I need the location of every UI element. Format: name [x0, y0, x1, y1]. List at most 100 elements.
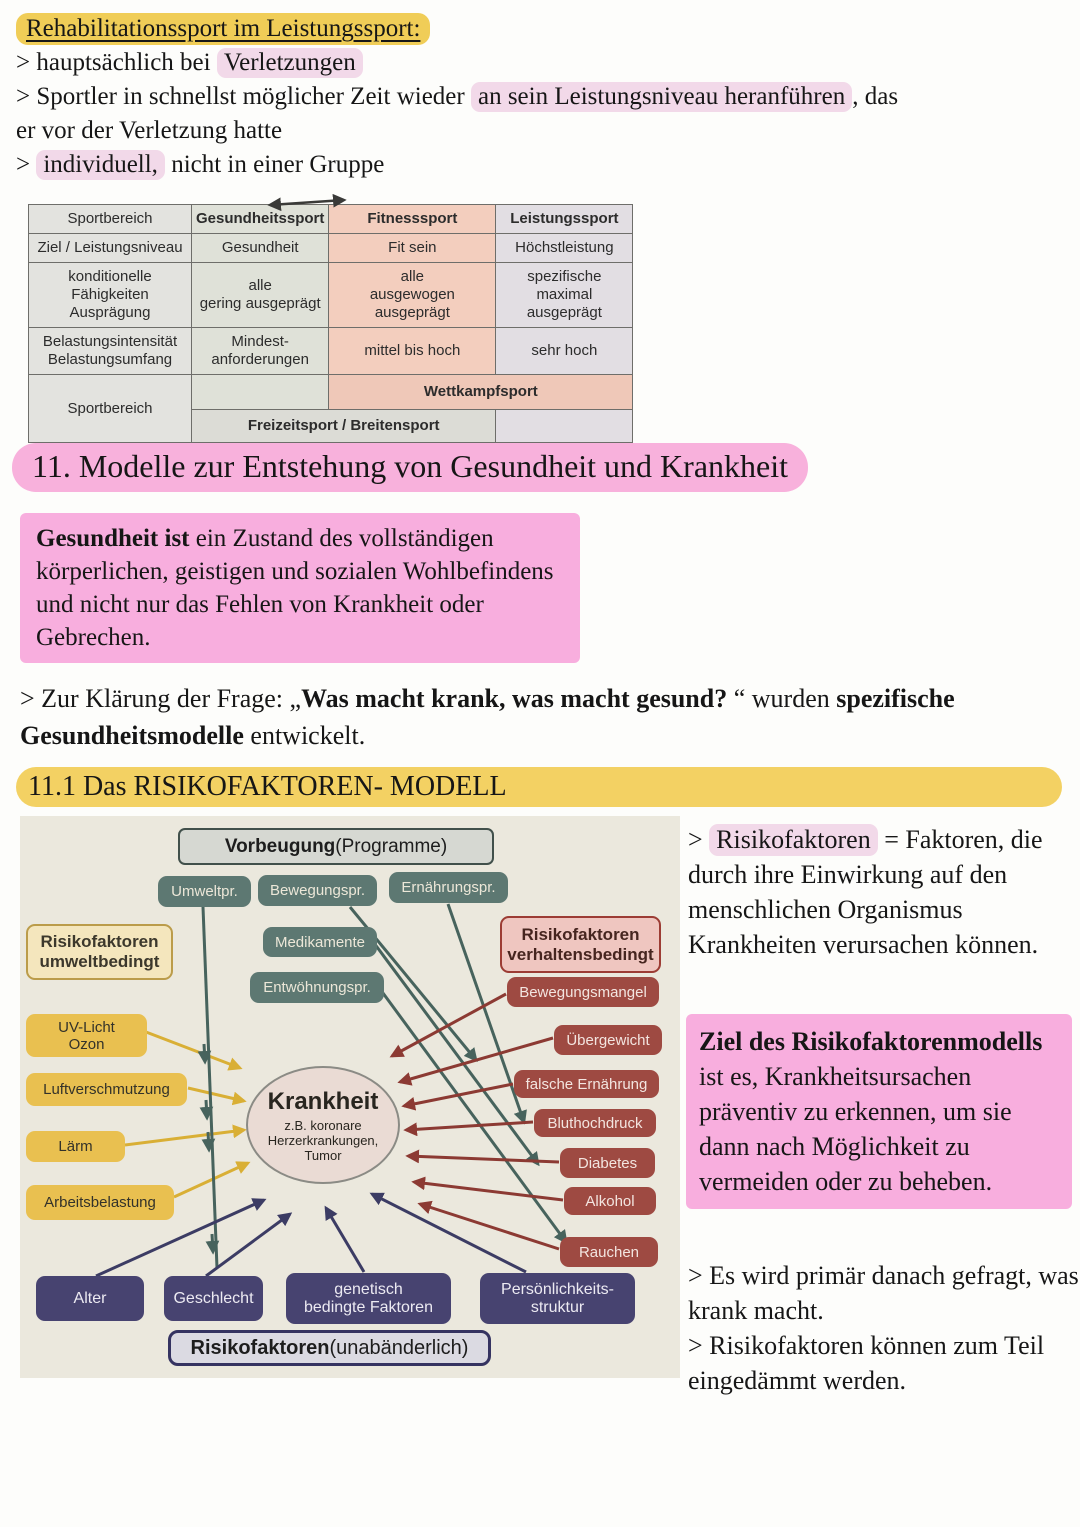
factor-box-uebergewicht: Übergewicht	[554, 1025, 662, 1055]
cell: alle gering ausgeprägt	[190, 262, 330, 328]
header-leistungssport: Leistungssport	[495, 204, 634, 234]
double-arrow-icon	[267, 193, 347, 212]
bullet-text: > hauptsächlich bei	[16, 49, 217, 76]
unab-bold: Risikofaktoren	[190, 1336, 330, 1359]
cell: Höchstleistung	[495, 233, 634, 263]
highlighted-phrase: an sein Leistungsniveau heranführen	[470, 82, 853, 112]
bullet-eingedaemmt: > Risikofaktoren können zum Teil eingedä…	[688, 1331, 1045, 1395]
risk-factor-model-diagram: Vorbeugung (Programme) Umweltpr. Bewegun…	[20, 816, 680, 1378]
bullet-text: > Sportler in schnellst möglicher Zeit w…	[16, 83, 471, 110]
riskfactors-umweltbedingt-box: Risikofaktoren umweltbedingt	[26, 924, 173, 980]
table-row: Belastungsintensität Belastungsumfang Mi…	[28, 327, 634, 375]
header-sportbereich: Sportbereich	[28, 204, 192, 234]
krankheit-subtitle: z.B. koronare Herzerkrankungen, Tumor	[267, 1117, 379, 1163]
row-label: Sportbereich	[28, 374, 192, 443]
program-box-umweltpr: Umweltpr.	[158, 876, 251, 907]
bullet-text: nicht in einer Gruppe	[164, 151, 385, 178]
yellow-arrows	[124, 1030, 251, 1199]
factor-box-rauchen: Rauchen	[560, 1237, 658, 1267]
cell: spezifische maximal ausgeprägt	[495, 262, 634, 328]
row-label: Ziel / Leistungsniveau	[28, 233, 192, 263]
factor-box-laerm: Lärm	[26, 1131, 125, 1162]
header-fitnesssport: Fitnesssport	[328, 204, 497, 234]
table-row: konditionelle Fähigkeiten Ausprägung all…	[28, 262, 634, 328]
vorbeugung-box: Vorbeugung (Programme)	[178, 828, 494, 865]
row-label: konditionelle Fähigkeiten Ausprägung	[28, 262, 192, 328]
diagram-arrows	[95, 903, 568, 1278]
table-row-wettkampf: Sportbereich Wettkampfsport	[28, 374, 634, 443]
bullet-text: >	[16, 151, 37, 178]
text: = Faktoren, die durch ihre Einwirkung au…	[688, 825, 1043, 959]
factor-box-genetische-faktoren: genetisch bedingte Faktoren	[286, 1273, 451, 1324]
red-arrows	[389, 992, 564, 1251]
sport-comparison-table: Sportbereich Gesundheitssport Fitnessspo…	[28, 204, 634, 443]
program-box-entwoehnungspr: Entwöhnungspr.	[250, 972, 384, 1003]
bullet-leistungsniveau: > Sportler in schnellst möglicher Zeit w…	[16, 80, 1072, 148]
cell: mittel bis hoch	[328, 327, 497, 375]
highlighted-word: individuell,	[36, 150, 165, 180]
factor-box-persoenlichkeitsstruktur: Persönlichkeits- struktur	[480, 1273, 635, 1324]
krankheit-ellipse: Krankheit z.B. koronare Herzerkrankungen…	[246, 1066, 400, 1184]
cell: Fit sein	[328, 233, 497, 263]
table-row-freizeit: Freizeitsport / Breitensport	[29, 409, 634, 443]
program-box-ernaehrungspr: Ernährungspr.	[389, 872, 508, 903]
definition-text: ein Zustand des vollständigen körperlich…	[36, 525, 554, 651]
factor-box-arbeitsbelastung: Arbeitsbelastung	[26, 1185, 174, 1220]
bold-question: Was macht krank, was macht gesund?	[301, 684, 728, 713]
empty-cell	[190, 374, 330, 410]
cell-freizeitsport: Freizeitsport / Breitensport	[190, 409, 497, 443]
goal-text: ist es, Krankheitsursachen präventiv zu …	[699, 1062, 1012, 1196]
cell: alle ausgewogen ausgeprägt	[328, 262, 497, 328]
bullet-krank-macht: > Es wird primär danach gefragt, was kra…	[688, 1261, 1079, 1325]
cell-wettkampfsport: Wettkampfsport	[328, 374, 634, 410]
program-box-bewegungspr: Bewegungspr.	[258, 875, 377, 906]
empty-cell	[495, 409, 634, 443]
factor-box-bluthochdruck: Bluthochdruck	[534, 1109, 656, 1137]
text: >	[688, 825, 710, 854]
model-goal-box: Ziel des Risikofaktorenmodells ist es, K…	[686, 1014, 1072, 1209]
section-11-1-heading: 11.1 Das RISIKOFAKTOREN- MODELL	[16, 767, 1062, 807]
bullet-text: , das	[852, 83, 899, 110]
riskfactor-definition-paragraph: > Risikofaktoren = Faktoren, die durch i…	[688, 822, 1080, 962]
section-11-title-text: 11. Modelle zur Entstehung von Gesundhei…	[12, 443, 808, 492]
vorbeugung-rest: (Programme)	[335, 835, 448, 857]
factor-box-uv-licht-ozon: UV-Licht Ozon	[26, 1014, 147, 1057]
factor-box-alter: Alter	[36, 1276, 144, 1321]
row-label: Belastungsintensität Belastungsumfang	[28, 327, 192, 375]
goal-bold: Ziel des Risikofaktorenmodells	[699, 1027, 1043, 1056]
cell: sehr hoch	[495, 327, 634, 375]
intro-section: Rehabilitationssport im Leistungssport: …	[16, 12, 1072, 182]
definition-bold: Gesundheit ist	[36, 525, 190, 552]
section-11-heading: 11. Modelle zur Entstehung von Gesundhei…	[12, 443, 808, 492]
text: > Zur Klärung der Frage: „	[20, 684, 302, 713]
vorbeugung-bold: Vorbeugung	[224, 835, 336, 857]
bullet-text-continued: er vor der Verletzung hatte	[16, 117, 283, 144]
who-definition-box: Gesundheit ist ein Zustand des vollständ…	[20, 513, 580, 663]
bullet-individuell: > individuell, nicht in einer Gruppe	[16, 148, 1072, 182]
factor-box-falsche-ernaehrung: falsche Ernährung	[514, 1070, 659, 1098]
cell: Gesundheit	[190, 233, 330, 263]
highlighted-word: Verletzungen	[216, 48, 363, 78]
factor-box-luftverschmutzung: Luftverschmutzung	[26, 1073, 187, 1106]
intro-heading-text: Rehabilitationssport im Leistungssport:	[16, 13, 431, 45]
unab-rest: (unabänderlich)	[329, 1336, 469, 1359]
text: entwickelt.	[243, 721, 366, 750]
riskfactors-verhaltensbedingt-box: Risikofaktoren verhaltensbedingt	[500, 916, 661, 973]
bold-gesundheitsmodelle: spezifische Gesundheitsmodelle	[20, 684, 955, 750]
factor-box-alkohol: Alkohol	[564, 1187, 656, 1215]
question-paragraph: > Zur Klärung der Frage: „Was macht kran…	[20, 680, 1070, 754]
riskfactors-unabaenderlich-box: Risikofaktoren (unabänderlich)	[168, 1330, 491, 1366]
intro-heading: Rehabilitationssport im Leistungssport:	[16, 12, 1072, 46]
factor-box-bewegungsmangel: Bewegungsmangel	[507, 977, 659, 1007]
navy-arrows	[95, 1192, 527, 1278]
krankheit-title: Krankheit	[267, 1087, 379, 1115]
text: “ wurden	[727, 684, 837, 713]
section-11-1-title-text: 11.1 Das RISIKOFAKTOREN- MODELL	[28, 771, 507, 802]
factor-box-diabetes: Diabetes	[560, 1148, 655, 1178]
table-row: Ziel / Leistungsniveau Gesundheit Fit se…	[28, 233, 634, 263]
cell: Mindest- anforderungen	[190, 327, 330, 375]
highlighted-word: Risikofaktoren	[709, 824, 878, 856]
closing-bullets: > Es wird primär danach gefragt, was kra…	[688, 1258, 1080, 1398]
factor-box-geschlecht: Geschlecht	[164, 1276, 263, 1321]
